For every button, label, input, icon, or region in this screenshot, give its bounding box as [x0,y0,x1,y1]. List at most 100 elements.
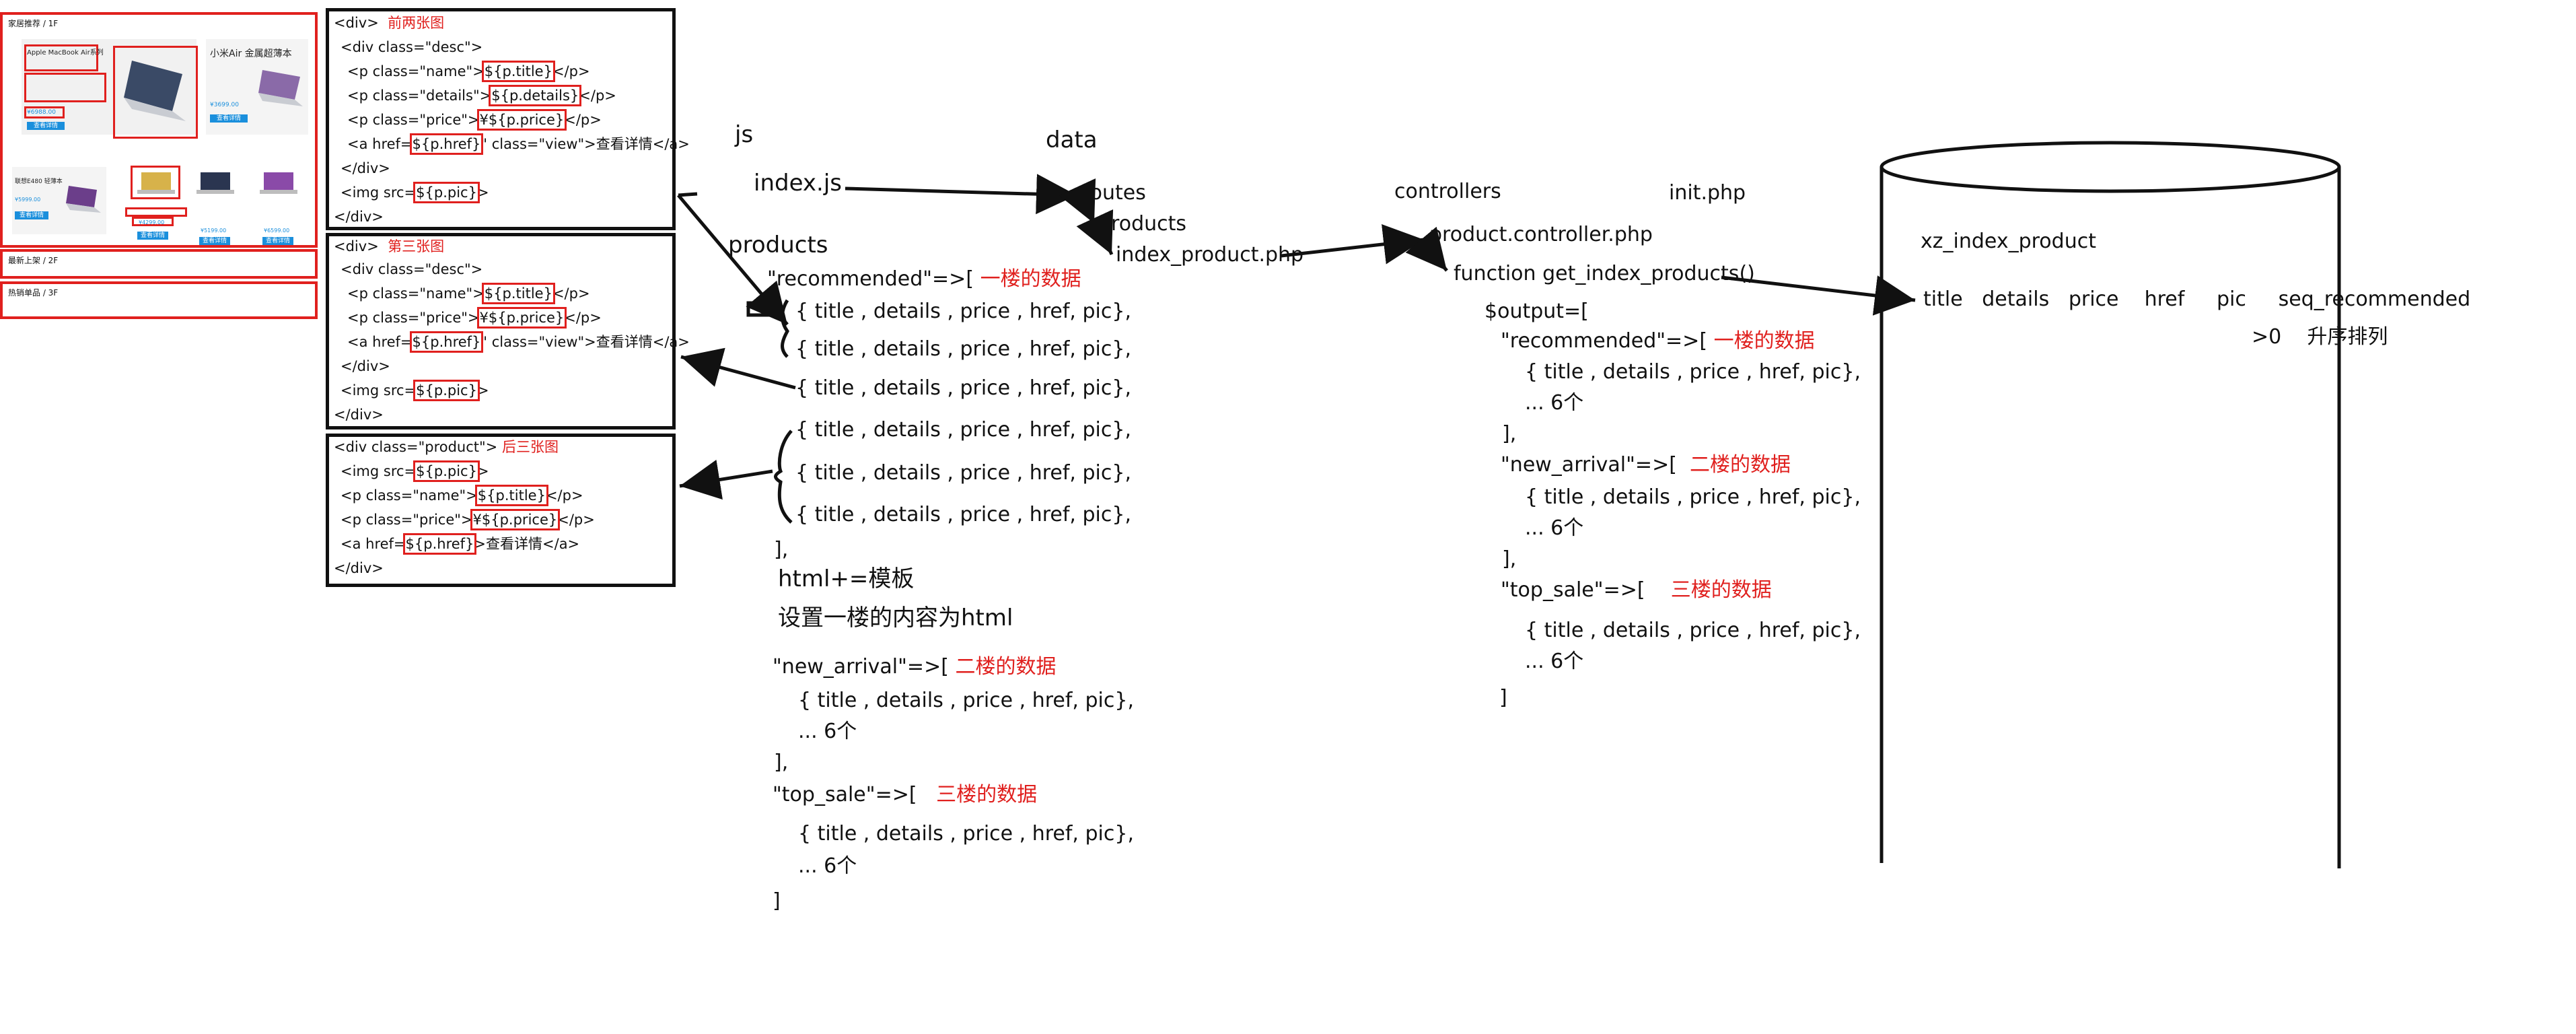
tpl1-line-7: </div> [341,160,390,176]
tpl2-href-var: ${p.href} [409,331,484,353]
product2-price: ¥3699.00 [210,102,239,108]
js-top-sale-six: ... 6个 [798,854,857,878]
laptop-image-4 [137,172,175,194]
laptop-image-1 [124,61,186,121]
ctrl-recommended-key: "recommended"=>[ [1501,329,1708,353]
tpl2-name-close: </p> [552,285,590,302]
ctrl-new-arrival-six: ... 6个 [1525,516,1584,540]
js-set-floor1: 设置一楼的内容为html [778,605,1013,631]
js-top-sale-key: "top_sale"=>[ [773,783,917,806]
tpl1-price-var: ¥${p.price} [476,109,567,131]
ctrl-new-arrival-close: ], [1502,547,1517,571]
product1-price: ¥6988.00 [27,109,56,116]
tpl2-line-8: </div> [334,407,384,423]
js-new-arrival-note: 二楼的数据 [955,655,1057,679]
small-view-button-3[interactable]: 查看详情 [262,237,293,245]
tpl1-tick [678,192,698,197]
ctrl-top-sale-close: ] [1499,686,1507,710]
js-top-sale-close: ] [773,889,781,913]
tpl1-name-open: <p class="name"> [347,63,485,79]
js-row-2: { title , details , price , href, pic}, [795,337,1131,361]
bracket-marker [746,301,771,317]
tpl2-div-open: <div> [334,238,379,254]
product-controller: product.controller.php [1429,223,1653,246]
js-new-arrival-key: "new_arrival"=>[ [773,655,949,679]
tpl1-name-close: </p> [552,63,590,79]
tpl2-img-open: <img src= [341,382,417,399]
js-top-sale-row: { title , details , price , href, pic}, [798,822,1134,846]
floor2-title: 最新上架 / 2F [8,256,59,265]
product1-title-highlight [24,44,98,71]
laptop-image-5 [196,172,234,194]
tpl1-pic-var: ${p.pic} [413,182,480,203]
data-index-product: index_product.php [1116,243,1304,267]
small-product-highlight-price [132,217,174,226]
js-top-sale: "top_sale"=>[ 三楼的数据 [773,784,1037,806]
tpl1-a-close: " class="view">查看详情</a> [480,136,690,152]
arrow-rows-to-tpl3 [679,459,773,500]
arrow-file-controller [1281,223,1425,265]
ctrl-new-arrival-row: { title , details , price , href, pic}, [1525,485,1861,509]
small-product-highlight-name [125,207,187,217]
js-row-3: { title , details , price , href, pic}, [795,376,1131,400]
bracket-rows-1-2 [781,299,789,358]
tpl3-pic-var: ${p.pic} [413,460,480,482]
tpl2-img-close: > [476,382,489,399]
ctrl-recommended-row: { title , details , price , href, pic}, [1525,360,1861,384]
small-product-highlight-img [131,166,180,199]
data-label: data [1046,127,1098,153]
js-label: js [735,121,754,148]
tpl1-img-close: > [476,184,489,201]
laptop-image-2 [258,70,303,106]
tpl2-line-5: <a href=${p.href}" class="view">查看详情</a> [347,331,690,353]
js-row-6: { title , details , price , href, pic}, [795,503,1131,526]
tpl2-line-1: <div> 第三张图 [334,238,444,254]
tpl3-price-close: </p> [557,512,595,528]
product3-price: ¥5999.00 [15,197,41,203]
tpl1-details-var: ${p.details} [489,85,582,106]
small-price-1: ¥4299.00 [139,219,165,226]
product3-view-button[interactable]: 查看详情 [15,211,48,219]
ctrl-new-arrival-key: "new_arrival"=>[ [1501,453,1677,477]
tpl1-line-9: </div> [334,209,384,225]
bracket-rows-4-6 [774,429,793,524]
tpl1-img-open: <img src= [341,184,417,201]
tpl2-line-7: <img src=${p.pic}> [341,380,489,401]
tpl1-title-var: ${p.title} [481,61,555,82]
tpl3-href-var: ${p.href} [402,533,477,555]
small-price-3: ¥6599.00 [264,228,290,234]
tpl1-line-1: <div> 前两张图 [334,15,444,31]
product2-view-button[interactable]: 查看详情 [210,114,248,123]
tpl1-line-5: <p class="price">¥${p.price}</p> [347,109,602,131]
tpl3-price-var: ¥${p.price} [470,509,561,530]
ctrl-output: $output=[ [1484,300,1589,323]
template-box-2 [326,233,676,429]
db-table-name: xz_index_product [1921,230,2096,253]
tpl3-img-open: <img src= [341,463,417,479]
floor1-title: 家居推荐 / 1F [8,19,59,28]
tpl3-line-2: <img src=${p.pic}> [341,460,489,482]
arrow-tpl1-to-rows [677,194,789,326]
tpl2-price-open: <p class="price"> [347,310,480,326]
small-view-button-2[interactable]: 查看详情 [199,237,230,245]
product1-view-button[interactable]: 查看详情 [27,122,65,130]
tpl2-price-var: ¥${p.price} [476,307,567,329]
js-new-arrival-six: ... 6个 [798,720,857,743]
ctrl-new-arrival-note: 二楼的数据 [1690,453,1791,477]
tpl2-a-open: <a href= [347,334,413,350]
small-price-2: ¥5199.00 [201,228,227,234]
product1-details-highlight [24,73,106,102]
tpl1-div-open: <div> [334,15,379,31]
tpl1-details-close: </p> [579,88,616,104]
tpl3-line-6: </div> [334,560,384,576]
arrow-routes-products [1059,178,1096,225]
small-view-button-1[interactable]: 查看详情 [137,232,168,240]
tpl2-line-6: </div> [341,358,390,374]
js-new-arrival-close: ], [774,751,789,774]
js-row-1: { title , details , price , href, pic}, [795,300,1131,323]
js-recommended: "recommended"=>[ 一楼的数据 [767,268,1081,291]
tpl1-details-open: <p class="details"> [347,88,492,104]
js-row-4: { title , details , price , href, pic}, [795,418,1131,442]
tpl2-note: 第三张图 [388,238,445,254]
